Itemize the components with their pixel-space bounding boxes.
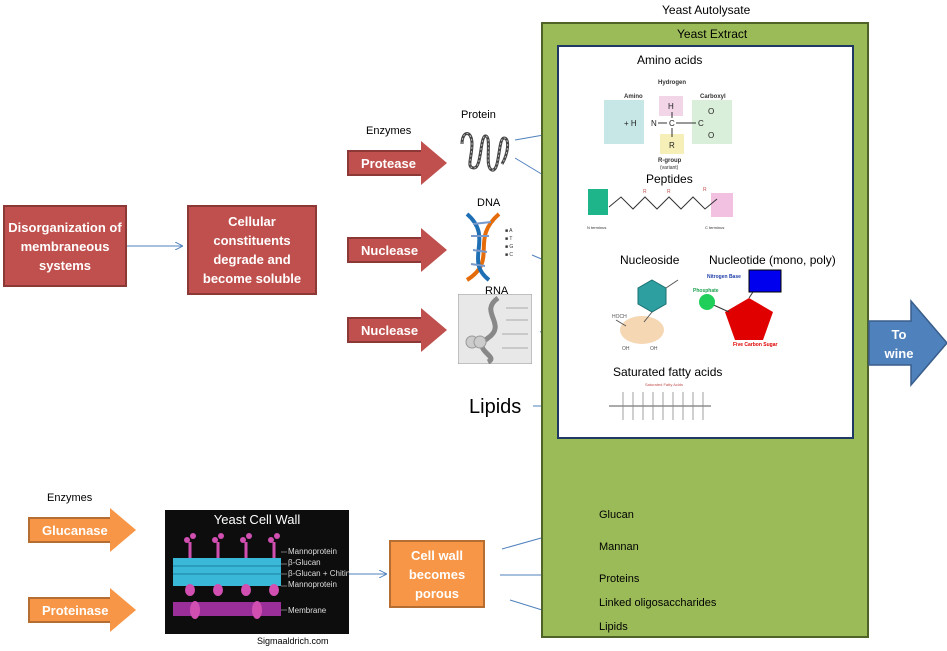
svg-text:C: C [669,119,675,128]
carboxyl-label: Carboxyl [700,94,726,100]
peptides-title: Peptides [646,172,693,186]
svg-text:C: C [698,119,704,128]
rgroup-label: R-group [658,158,682,164]
rna-image [458,294,532,364]
protease-label: Protease [347,150,421,176]
variant-label: (variant) [660,165,679,170]
layer-glucan-chitin: β-Glucan + Chitin [288,569,349,578]
nucleotide-title: Nucleotide (mono, poly) [709,253,836,267]
peptide-diagram: R R R N terminus C terminus [587,187,733,230]
svg-text:N: N [651,119,657,128]
nucleoside-diagram: HOCH OH OH [612,279,679,352]
enzymes-label-top: Enzymes [366,125,412,137]
dna-helix-image: ■ A ■ T ■ G ■ C [465,212,513,282]
protease-arrowhead [421,141,447,185]
cellular-constituents-box: Cellular constituents degrade and become… [187,205,317,295]
autolysate-title: Yeast Autolysate [662,3,751,17]
lipids-label: Lipids [469,396,522,418]
source-credit: Sigmaaldrich.com [257,636,329,646]
amino-acid-diagram: Hydrogen Amino Carboxyl R-group (variant… [604,80,732,170]
nuclease-arrow-rna: Nuclease [347,308,447,352]
proteinase-arrowhead [110,588,136,632]
proteinase-arrow: Proteinase [28,588,136,632]
svg-text:OH: OH [650,346,658,352]
to-wine-arrow [868,299,947,387]
amino-acids-title: Amino acids [637,53,703,67]
svg-text:HOCH: HOCH [612,314,627,320]
nucleoside-title: Nucleoside [620,253,680,267]
svg-text:OH: OH [622,346,630,352]
svg-text:R: R [667,189,671,195]
saturated-img-label: Saturated Fatty Acids [645,382,683,387]
nitrogen-base-label: Nitrogen Base [707,274,741,280]
glucanase-label: Glucanase [28,517,110,543]
svg-text:R: R [703,187,707,193]
dna-label: DNA [477,197,501,209]
nuclease-arrowhead-rna [421,308,447,352]
enzymes-label-bottom: Enzymes [47,492,93,504]
hydrogen-label: Hydrogen [658,80,686,86]
yeast-cell-wall-image: Yeast Cell Wall Mannoprotein β-Glucan β-… [165,510,349,634]
wall-item-proteins: Proteins [599,573,640,585]
c-terminus-label: C terminus [705,225,724,230]
svg-text:R: R [643,189,647,195]
nuclease-label-rna: Nuclease [347,317,421,343]
sugar-label: Five Carbon Sugar [733,342,778,348]
nuclease-arrow-dna: Nuclease [347,228,447,272]
svg-text:■ T: ■ T [505,236,512,242]
proteinase-label: Proteinase [28,597,110,623]
phosphate-label: Phosphate [693,288,719,294]
protein-coil-image [460,132,510,172]
nuclease-label-dna: Nuclease [347,237,421,263]
cell-wall-porous-label: Cell wall becomes porous [408,547,466,601]
amino-label: Amino [624,94,643,100]
glucanase-arrowhead [110,508,136,552]
disorganization-box: Disorganization of membraneous systems [3,205,127,287]
cell-wall-porous-box: Cell wall becomes porous [389,540,485,608]
layer-mannoprotein-2: Mannoprotein [288,580,337,589]
layer-mannoprotein-1: Mannoprotein [288,547,337,556]
wall-item-glucan: Glucan [599,509,634,521]
disorganization-label: Disorganization of membraneous systems [8,219,122,273]
wall-title: Yeast Cell Wall [213,512,301,527]
svg-text:■ A: ■ A [505,228,513,234]
nucleotide-diagram: Nitrogen Base Phosphate Five Carbon Suga… [693,269,782,348]
wall-item-mannan: Mannan [599,541,639,553]
layer-beta-glucan: β-Glucan [288,558,321,567]
svg-text:O: O [708,131,714,140]
wall-item-oligosaccharides: Linked oligosaccharides [599,597,717,609]
svg-text:R: R [669,141,675,150]
glucanase-arrow: Glucanase [28,508,136,552]
svg-text:O: O [708,107,714,116]
nuclease-arrowhead-dna [421,228,447,272]
n-terminus-label: N terminus [587,225,606,230]
svg-text:+ H: + H [624,119,637,128]
svg-text:H: H [668,102,674,111]
wall-item-lipids: Lipids [599,621,628,633]
to-wine-label: To wine [884,327,914,361]
extract-title: Yeast Extract [677,27,748,41]
protein-label: Protein [461,109,496,121]
fatty-acid-diagram: Saturated Fatty Acids [609,382,711,420]
protease-arrow: Protease [347,141,447,185]
saturated-title: Saturated fatty acids [613,365,723,379]
svg-text:■ C: ■ C [505,252,513,258]
svg-text:■ G: ■ G [505,244,513,250]
layer-membrane: Membrane [288,606,327,615]
cellular-constituents-label: Cellular constituents degrade and become… [202,214,302,286]
